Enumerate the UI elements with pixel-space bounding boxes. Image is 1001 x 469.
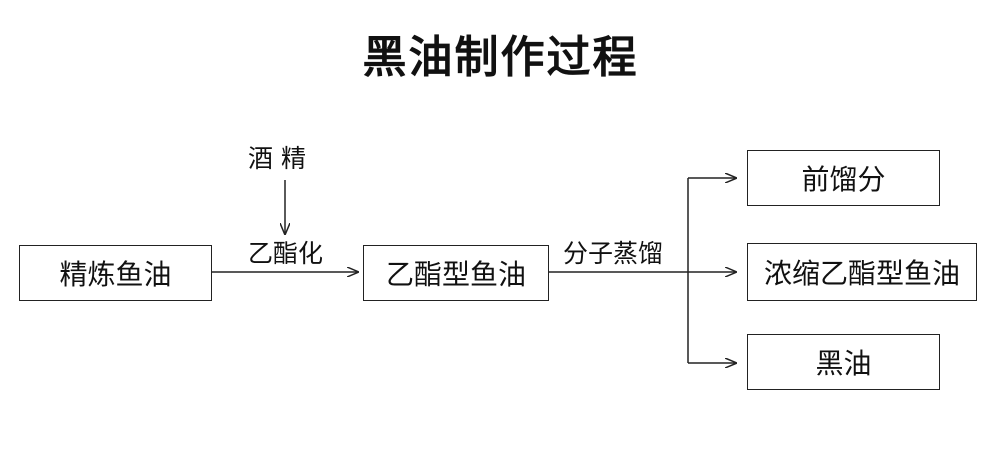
label-alcohol: 酒 精 bbox=[248, 144, 306, 173]
node-black-oil: 黑油 bbox=[747, 334, 940, 390]
node-ethyl-ester-fish-oil: 乙酯型鱼油 bbox=[363, 245, 549, 301]
diagram-title: 黑油制作过程 bbox=[362, 32, 639, 83]
node-head-fraction: 前馏分 bbox=[747, 150, 940, 206]
label-ethylation: 乙酯化 bbox=[248, 239, 324, 268]
node-refined-fish-oil: 精炼鱼油 bbox=[19, 245, 212, 301]
node-concentrated-ethyl-ester-fish-oil: 浓缩乙酯型鱼油 bbox=[747, 243, 977, 301]
label-molecular-distillation: 分子蒸馏 bbox=[563, 239, 664, 268]
